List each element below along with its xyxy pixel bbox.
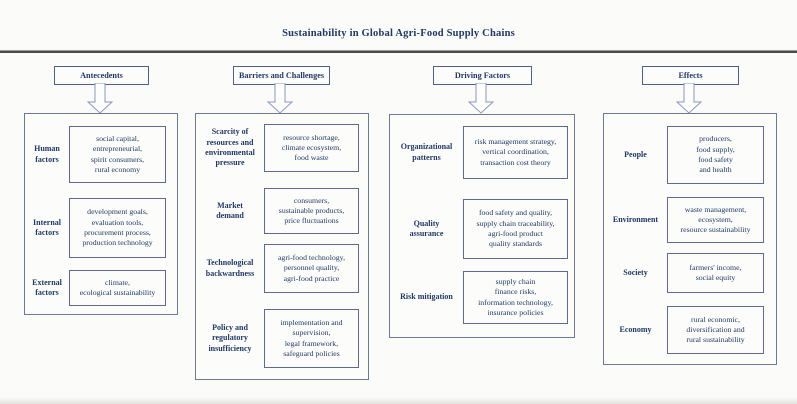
header-label: Antecedents: [80, 71, 123, 80]
header-label: Driving Factors: [454, 71, 511, 80]
down-arrow-icon: [675, 83, 703, 114]
factor-items-box: consumers, sustainable products, price f…: [264, 188, 359, 234]
factor-items-box: risk management strategy, vertical coord…: [463, 126, 568, 179]
factor-items-box: climate, ecological sustainability: [69, 270, 166, 306]
factor-row: Human factors social capital, entreprene…: [25, 126, 177, 183]
down-arrow-icon: [86, 83, 114, 114]
factor-row: People producers, food supply, food safe…: [604, 126, 776, 184]
panel-effects: People producers, food supply, food safe…: [603, 113, 777, 365]
factor-row: Scarcity of resources and environmental …: [196, 124, 368, 172]
factor-items-box: waste management, ecosystem, resource su…: [667, 197, 764, 243]
factor-items-box: food safety and quality, supply chain tr…: [463, 199, 568, 259]
factor-row: External factors climate, ecological sus…: [25, 270, 177, 306]
header-label: Effects: [678, 71, 703, 80]
factor-items-box: producers, food supply, food safety and …: [667, 126, 764, 184]
factor-row: Society farmers' income, social equity: [604, 253, 776, 293]
factor-items-box: agri-food technology, personnel quality,…: [264, 244, 359, 293]
factor-row: Policy and regulatory insufficiency impl…: [196, 309, 368, 368]
factor-label: Policy and regulatory insufficiency: [208, 322, 252, 353]
factor-row: Market demand consumers, sustainable pro…: [196, 188, 368, 234]
panel-barriers: Scarcity of resources and environmental …: [195, 113, 369, 380]
header-label: Barriers and Challenges: [238, 71, 325, 80]
page-bottom-edge: [0, 397, 797, 404]
page-title: Sustainability in Global Agri-Food Suppl…: [282, 28, 515, 39]
factor-label: Society: [623, 267, 648, 277]
factor-row: Environment waste management, ecosystem,…: [604, 197, 776, 243]
title-divider: [0, 50, 797, 53]
factor-row: Internal factors development goals, eval…: [25, 198, 177, 258]
factor-items-box: supply chain finance risks, information …: [463, 271, 568, 324]
factor-row: Technological backwardness agri-food tec…: [196, 244, 368, 293]
factor-label: Scarcity of resources and environmental …: [205, 127, 255, 168]
down-arrow-icon: [266, 83, 294, 114]
factor-items-box: implementation and supervision, legal fr…: [264, 309, 359, 368]
factor-row: Economy rural economic, diversification …: [604, 306, 776, 354]
factor-label: Organizational patterns: [400, 142, 453, 162]
factor-label: Environment: [612, 214, 659, 224]
factor-label: Human factors: [34, 144, 60, 164]
factor-label: Technological backwardness: [205, 258, 255, 278]
panel-driving-factors: Organizational patterns risk management …: [389, 114, 575, 338]
factor-items-box: farmers' income, social equity: [667, 253, 764, 293]
factor-row: Organizational patterns risk management …: [390, 126, 574, 179]
factor-label: Internal factors: [33, 217, 61, 237]
panel-antecedents: Human factors social capital, entreprene…: [24, 113, 178, 315]
factor-label: Market demand: [216, 200, 244, 220]
factor-items-box: resource shortage, climate ecosystem, fo…: [264, 124, 359, 172]
factor-label: Risk mitigation: [400, 292, 453, 302]
factor-label: Economy: [619, 324, 652, 334]
down-arrow-icon: [467, 83, 495, 114]
factor-items-box: social capital, entrepreneurial, spirit …: [69, 126, 166, 183]
factor-label: Quality assurance: [409, 218, 444, 238]
factor-label: People: [624, 149, 647, 159]
factor-row: Risk mitigation supply chain finance ris…: [390, 271, 574, 324]
factor-row: Quality assurance food safety and qualit…: [390, 199, 574, 259]
factor-label: External factors: [32, 277, 62, 297]
factor-items-box: development goals, evaluation tools, pro…: [69, 198, 166, 258]
factor-items-box: rural economic, diversification and rura…: [667, 306, 764, 354]
